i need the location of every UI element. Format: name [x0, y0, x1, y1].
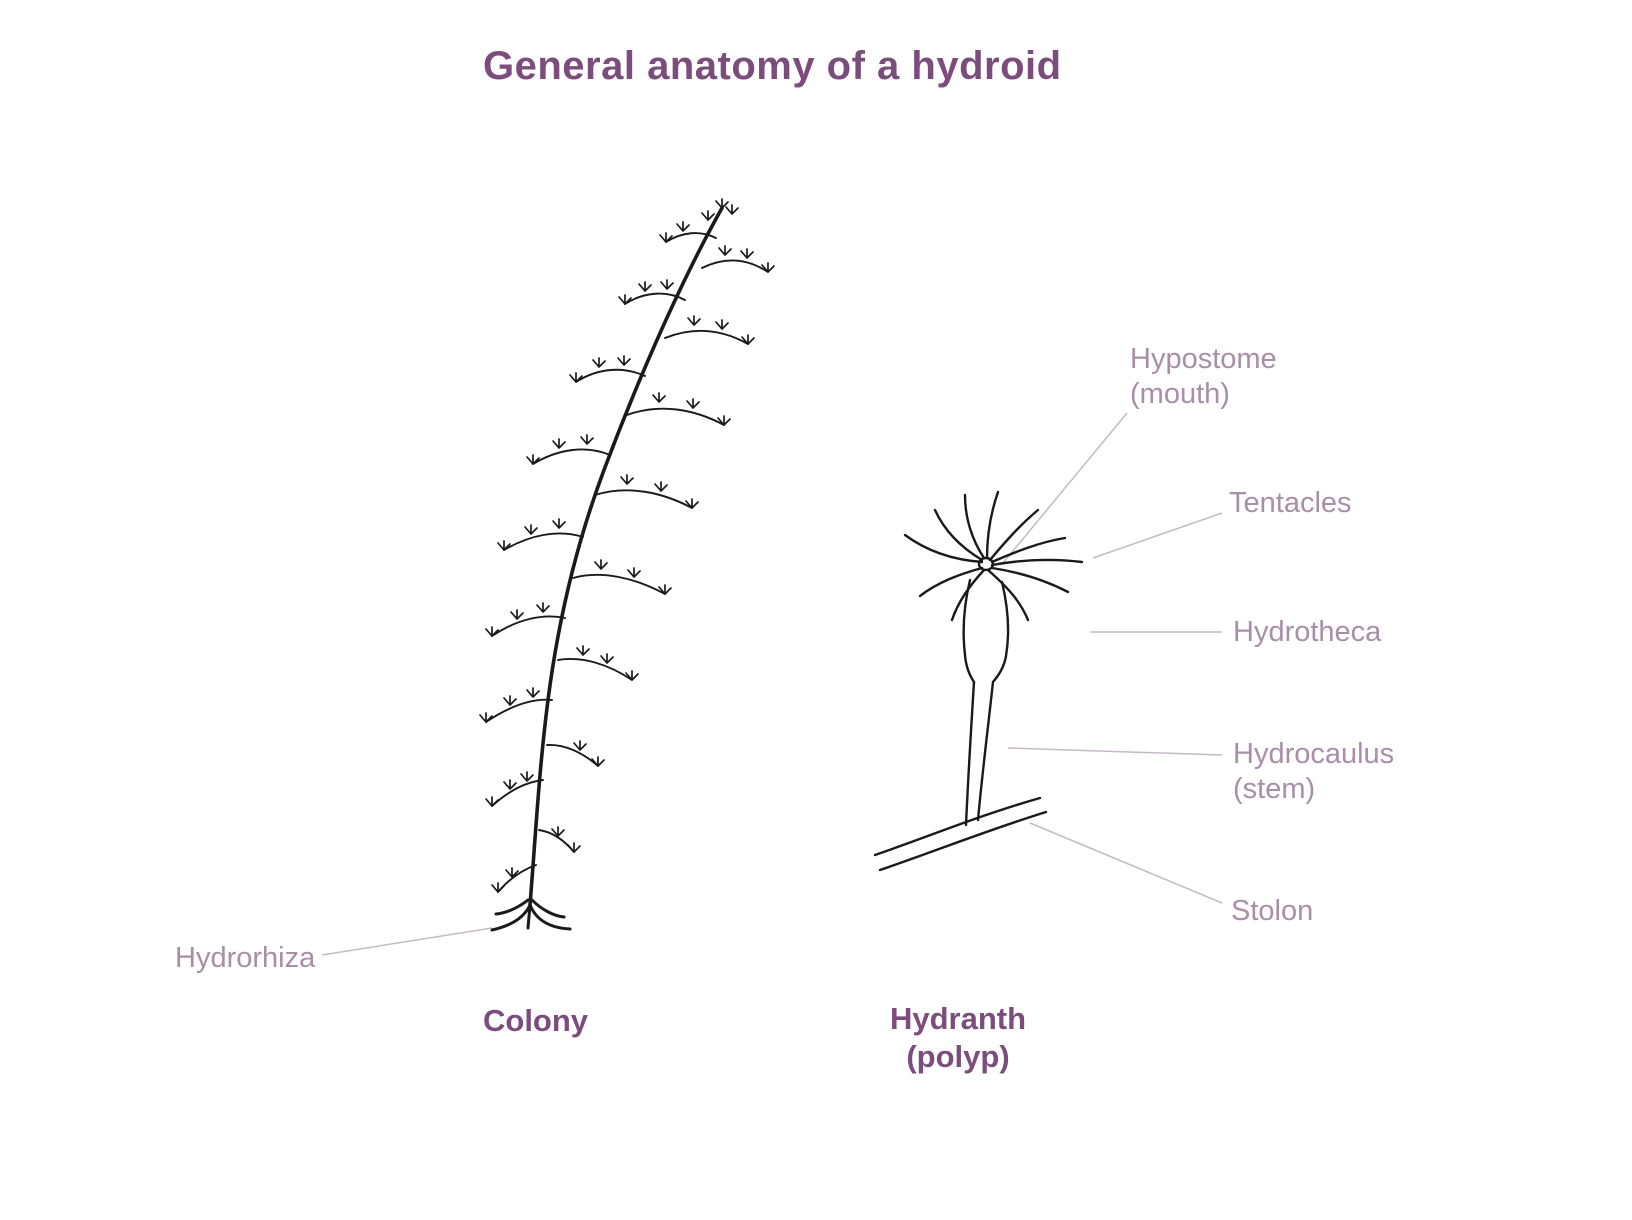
- caption-hydranth: Hydranth (polyp): [847, 1000, 1069, 1076]
- leader-tentacles: [1092, 512, 1223, 559]
- label-hypostome-line1: Hypostome: [1130, 343, 1277, 375]
- caption-colony: Colony: [483, 1003, 589, 1038]
- label-hypostome: Hypostome (mouth): [1130, 342, 1277, 412]
- caption-hydranth-line1: Hydranth: [889, 1001, 1027, 1036]
- label-stolon: Stolon: [1231, 895, 1314, 927]
- colony-illustration: [479, 198, 775, 932]
- label-tentacles: Tentacles: [1229, 487, 1352, 519]
- page-title: General anatomy of a hydroid: [483, 44, 1062, 88]
- label-hydrocaulus-line2: (stem): [1233, 773, 1316, 805]
- label-hypostome-line2: (mouth): [1130, 378, 1230, 410]
- label-hydrocaulus-line1: Hydrocaulus: [1233, 738, 1395, 770]
- label-hydrorhiza: Hydrorhiza: [175, 942, 316, 974]
- leader-stolon: [1029, 822, 1223, 904]
- hydranth-illustration: [873, 490, 1084, 872]
- caption-hydranth-line2: (polyp): [906, 1039, 1010, 1074]
- label-hydrotheca: Hydrotheca: [1233, 616, 1382, 648]
- label-hydrocaulus: Hydrocaulus (stem): [1233, 737, 1394, 807]
- leader-hypostome: [1002, 412, 1128, 564]
- leader-hydrocaulus: [1007, 747, 1223, 756]
- leader-hydrorhiza: [321, 927, 493, 956]
